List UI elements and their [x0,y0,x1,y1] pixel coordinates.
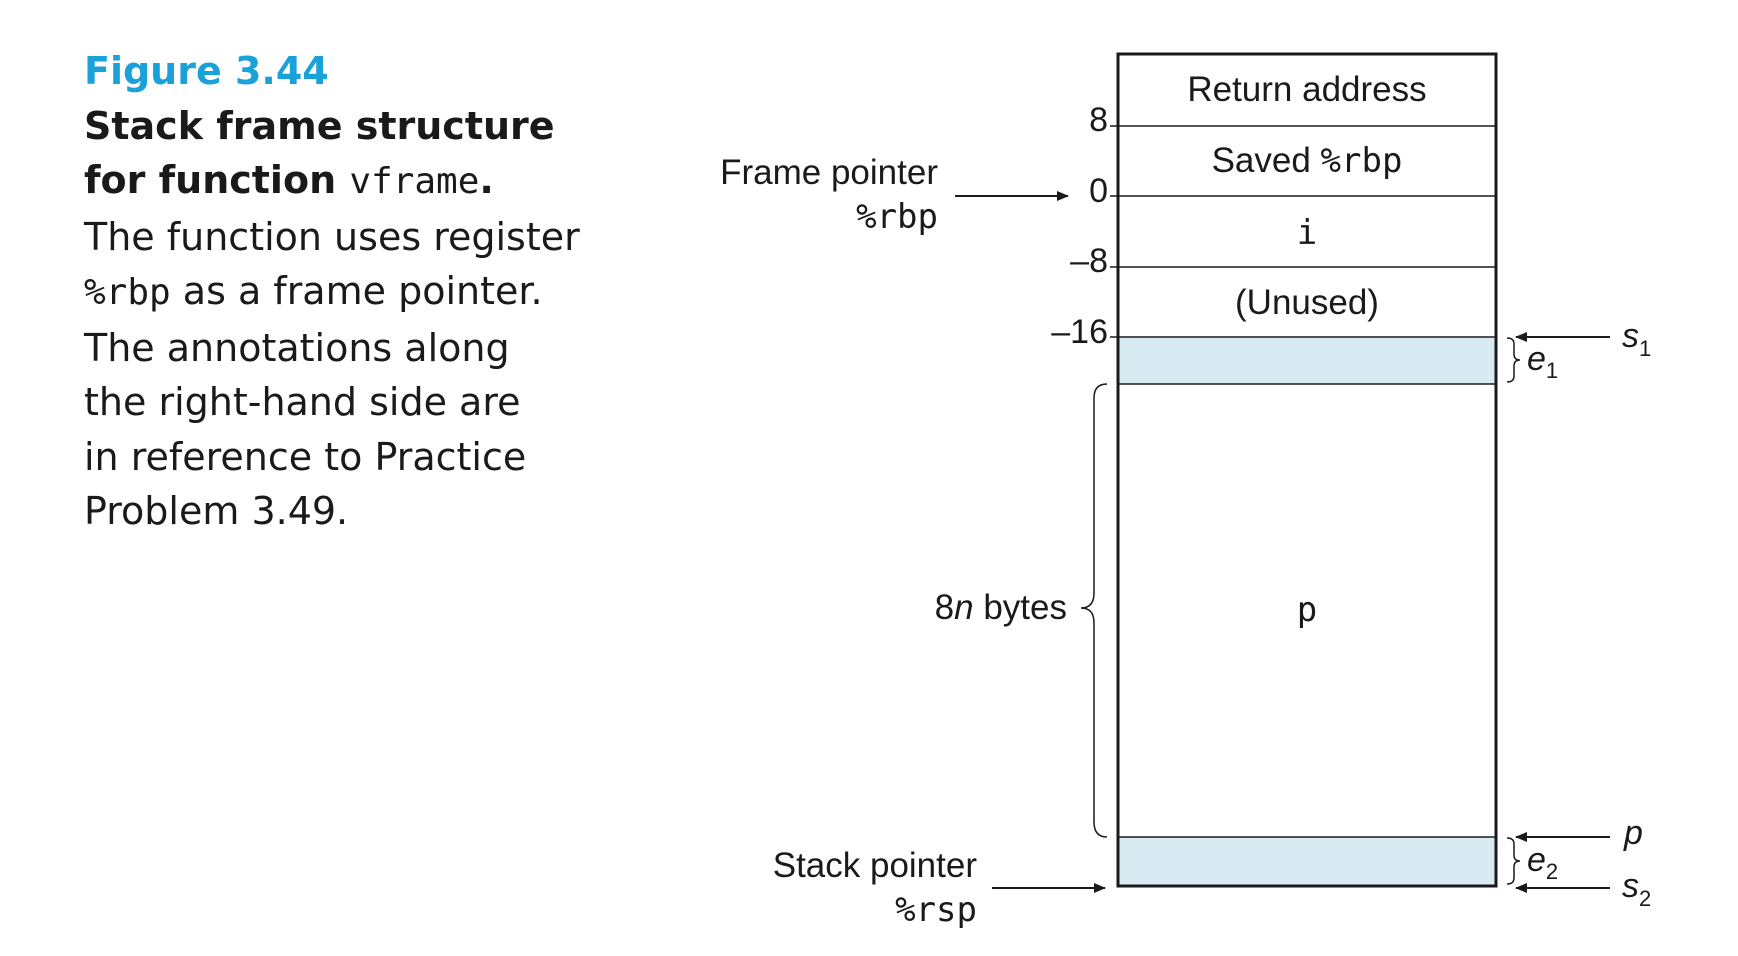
offset-8: 8 [1089,101,1108,139]
bytes-brace [1080,383,1108,838]
s2-letter: s [1622,867,1639,905]
title-period: . [479,158,494,202]
e1-subscript: 1 [1546,358,1558,383]
figure-caption: Figure 3.44 Stack frame structure for fu… [84,44,604,539]
figure-title-line1: Stack frame structure [84,103,555,148]
s2-label: s2 [1622,867,1651,911]
caption-line3: The annotations along [84,325,510,370]
bytes-suffix: bytes [974,588,1067,627]
saved-rbp-text: Saved [1212,141,1321,180]
figure-title-line2: for function vframe. [84,153,604,210]
bytes-prefix: 8 [935,588,954,627]
offset-minus-8: –8 [1070,242,1108,280]
s1-label: s1 [1622,317,1651,361]
saved-rbp-code: %rbp [1321,141,1403,181]
cell-i: i [1297,213,1317,253]
e2-letter: e [1527,841,1546,879]
frame-pointer-register: %rbp [856,197,938,237]
cell-dividers [1118,125,1496,838]
offset-ticks [1110,125,1118,338]
bytes-label: 8n bytes [935,588,1067,627]
caption-code: %rbp [84,272,171,313]
shaded-region-e2 [1118,837,1496,886]
cell-unused: (Unused) [1235,283,1379,322]
stack-pointer-register: %rsp [895,890,977,930]
stack-frame-box [1116,52,1498,888]
caption-line6: Problem 3.49. [84,489,349,533]
e2-subscript: 2 [1546,859,1558,884]
stack-pointer-label: Stack pointer [773,846,978,885]
cell-p: p [1297,590,1317,630]
e1-label: e1 [1527,340,1558,383]
caption-text: as a frame pointer. [170,269,543,313]
shaded-region-e1 [1118,337,1496,384]
e1-letter: e [1527,340,1546,378]
s1-letter: s [1622,317,1639,355]
frame-pointer-label: Frame pointer [720,153,938,192]
title-code: vframe [349,161,480,202]
offset-minus-16: –16 [1051,313,1108,351]
e1-brace [1506,337,1521,383]
figure-label: Figure 3.44 [84,49,329,93]
cell-saved-rbp: Saved %rbp [1212,141,1403,181]
caption-line5: in reference to Practice [84,434,527,479]
p-label: p [1623,814,1643,852]
caption-line2: %rbp as a frame pointer. [84,264,604,321]
caption-line1: The function uses register [84,214,580,259]
caption-line4: the right-hand side are [84,380,521,424]
offset-0: 0 [1089,172,1108,210]
title-text: for function [84,158,350,202]
e2-label: e2 [1527,841,1558,884]
bytes-n: n [954,588,973,627]
cell-return-address: Return address [1187,70,1426,109]
e2-brace [1506,837,1521,885]
s2-subscript: 2 [1639,886,1651,911]
s1-subscript: 1 [1639,336,1651,361]
